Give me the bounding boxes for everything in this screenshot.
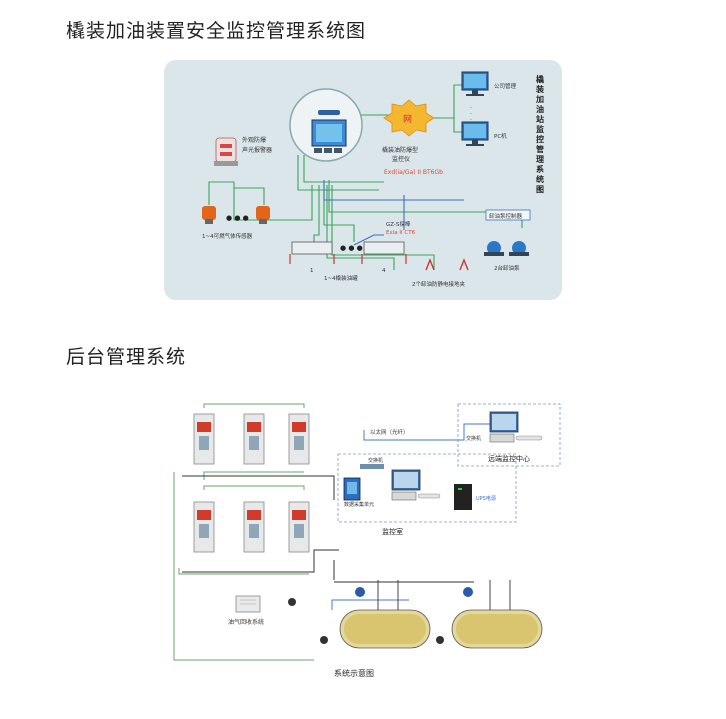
- tank-first-label: 1: [310, 268, 314, 274]
- switch-label: 交换机: [368, 457, 383, 464]
- pc-label: PC机: [494, 132, 507, 140]
- backend-system-diagram: 交换机 远端监控中心 以太网（光纤） 交换机 数据采集单元 UPS电源 监控室 …: [173, 403, 561, 678]
- gz-exd-label: Exia II CT6: [386, 230, 416, 236]
- gas-sensor-label: 1~4可燃气体传感器: [202, 232, 253, 240]
- pc-icon: [461, 121, 489, 146]
- storage-tank-icon-2: [436, 580, 543, 649]
- pc-ellipsis: ·: [470, 105, 472, 112]
- monitor-name-label: 橇装油防爆型: [382, 146, 418, 154]
- remote-computer-icon: [489, 411, 543, 443]
- ups-label: UPS电源: [476, 495, 496, 502]
- switch-icon: [360, 464, 384, 469]
- gas-sensor-icon-4: [256, 206, 270, 224]
- control-computer-icon: [391, 469, 441, 501]
- vapor-label: 油气回收系统: [228, 618, 264, 626]
- data-device-icon: [343, 477, 361, 501]
- vapor-recovery-icon: [235, 595, 296, 613]
- svg-text:图: 图: [536, 185, 544, 194]
- control-room-box: [337, 453, 517, 523]
- data-device-label: 数据采集单元: [344, 501, 374, 508]
- svg-text:加: 加: [535, 94, 544, 104]
- tank-icon-1: [289, 241, 335, 264]
- fuel-dispenser-icon-2: [243, 413, 265, 465]
- svg-text:油: 油: [536, 104, 544, 114]
- remote-switch-label: 交换机: [466, 435, 481, 442]
- section-heading-monitor-system: 橇装加油装置安全监控管理系统图: [66, 20, 367, 42]
- monitor-system-diagram: 外观防爆 声光报警器 橇装油防爆型 监控仪 Exd(ia/Ga) II BT6G…: [164, 60, 562, 300]
- gz-label: GZ-S探棒: [386, 220, 411, 228]
- fuel-dispenser-icon-6: [288, 501, 310, 553]
- svg-text:橇: 橇: [536, 74, 544, 84]
- gas-sensor-ellipsis: ● ● ●: [226, 214, 249, 222]
- svg-text:站: 站: [536, 114, 544, 124]
- gas-sensor-icon: [202, 206, 216, 224]
- monitor-exd-label: Exd(ia/Ga) II BT6Gb: [384, 169, 443, 176]
- company-pc-icon: [461, 71, 489, 96]
- tank-last-label: 4: [382, 268, 386, 274]
- section-heading-backend-system: 后台管理系统: [66, 346, 187, 368]
- pc-ellipsis-2: ·: [470, 111, 472, 118]
- svg-text:系: 系: [536, 164, 544, 174]
- vertical-title: 橇 装 加 油 站 监 控 管 理 系 统 图: [535, 74, 544, 194]
- pump-label: 2台卸油泵: [494, 264, 520, 272]
- storage-tank-icon: [320, 580, 431, 649]
- diagram-caption: 系统示意图: [334, 668, 374, 678]
- tank-icon-4: [361, 241, 407, 264]
- diagram-background: [164, 60, 562, 300]
- network-icon: 网: [383, 99, 435, 137]
- svg-text:监: 监: [536, 124, 544, 134]
- tank-ellipsis: ● ● ●: [340, 244, 363, 252]
- monitor-name-label-2: 监控仪: [392, 155, 410, 163]
- static-clip-icon: [425, 258, 469, 271]
- fuel-dispenser-icon-4: [193, 501, 215, 553]
- control-room-label: 监控室: [382, 527, 403, 536]
- pump-controller-label: 卸油泵控制器: [489, 212, 523, 220]
- alarm-label-2: 声光报警器: [242, 146, 272, 154]
- alarm-label: 外观防爆: [242, 136, 266, 144]
- pc-ellipsis-3: ·: [470, 117, 472, 124]
- fuel-dispenser-icon-3: [288, 413, 310, 465]
- svg-text:装: 装: [535, 84, 544, 94]
- svg-text:理: 理: [536, 155, 544, 164]
- ups-icon: [454, 484, 472, 510]
- remote-center-label: 远端监控中心: [488, 454, 530, 463]
- pump-icon: [484, 241, 529, 256]
- svg-text:管: 管: [536, 144, 544, 154]
- pump-controller-box: [485, 209, 531, 221]
- svg-text:网: 网: [403, 114, 412, 125]
- fuel-dispenser-icon: [193, 413, 215, 465]
- company-pc-label: 公司管理: [494, 82, 517, 90]
- remote-center-box: [457, 403, 561, 467]
- ethernet-label: 以太网（光纤）: [370, 428, 409, 436]
- tank-label: 1~4橇装油罐: [324, 274, 358, 282]
- svg-text:控: 控: [536, 134, 544, 144]
- monitor-device-icon: [289, 88, 363, 162]
- static-clip-label: 2个卸油防静电接地夹: [412, 280, 465, 288]
- alarm-beacon-icon: [214, 137, 238, 166]
- fuel-dispenser-icon-5: [243, 501, 265, 553]
- svg-text:统: 统: [536, 174, 544, 184]
